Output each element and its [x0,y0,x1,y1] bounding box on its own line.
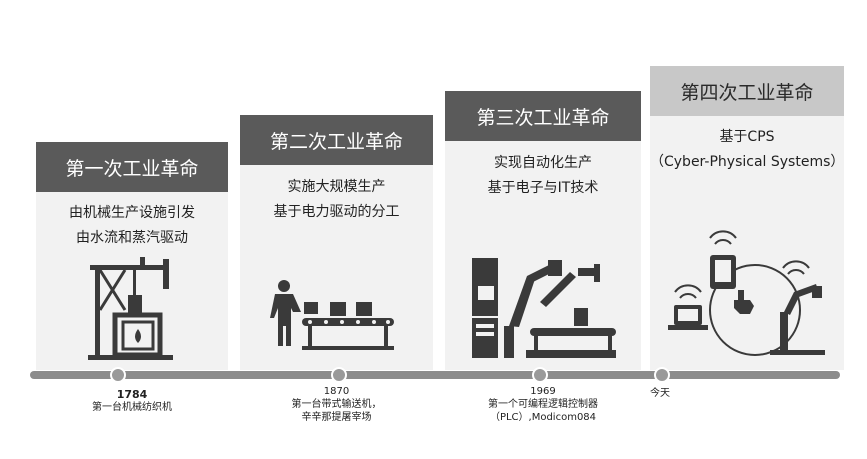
timeline-bar [30,371,840,379]
stage-3-line-1: 实现自动化生产 [494,155,592,171]
stage-2-line-1: 实施大规模生产 [287,179,386,195]
stage-1-line-1: 由机械生产设施引发 [69,205,195,221]
milestone-1969: 1969 第一个可编程逻辑控制器 （PLC）,Modicom084 [445,385,641,424]
timeline-dot-1870 [331,367,347,383]
stage-2-title: 第二次工业革命 [240,115,433,165]
stage-2-line-2: 基于电力驱动的分工 [273,204,400,220]
milestone-1870-text-1: 第一台带式输送机， [291,399,382,410]
stage-1-description: 由机械生产设施引发 由水流和蒸汽驱动 [36,201,228,251]
milestone-1870-text-2: 辛辛那提屠宰场 [301,412,372,423]
milestone-1969-text-2: （PLC）,Modicom084 [489,412,597,423]
stage-1-title: 第一次工业革命 [36,142,228,192]
stage-4-line-2: （Cyber-Physical Systems） [650,154,845,170]
timeline-dot-1969 [532,367,548,383]
stage-2-description: 实施大规模生产 基于电力驱动的分工 [240,175,433,225]
milestone-today: 今天 [640,387,680,400]
stage-4-line-1: 基于CPS [719,129,775,145]
stage-3-description: 实现自动化生产 基于电子与IT技术 [445,151,641,201]
stage-4-description: 基于CPS （Cyber-Physical Systems） [650,125,844,175]
conveyor-worker-icon [270,280,394,350]
stage-3-line-2: 基于电子与IT技术 [487,180,599,196]
milestone-1969-year: 1969 [530,386,556,397]
stage-1-line-2: 由水流和蒸汽驱动 [76,230,188,246]
stage-3-title: 第三次工业革命 [445,91,641,141]
milestone-1969-text-1: 第一个可编程逻辑控制器 [488,399,598,410]
stage-4-title: 第四次工业革命 [650,66,844,116]
milestone-1784: 1784 第一台机械纺织机 [36,388,228,414]
timeline-dot-1784 [110,367,126,383]
milestone-1870-year: 1870 [323,386,350,397]
cps-network-icon [668,230,825,356]
milestone-1784-text-1: 第一台机械纺织机 [92,402,172,413]
milestone-1784-year: 1784 [116,388,148,401]
timeline-dot-today [654,367,670,383]
steam-engine-icon [88,257,173,360]
robot-arm-icon [472,258,616,358]
milestone-1870: 1870 第一台带式输送机， 辛辛那提屠宰场 [240,385,433,424]
milestone-today-text: 今天 [650,388,670,399]
